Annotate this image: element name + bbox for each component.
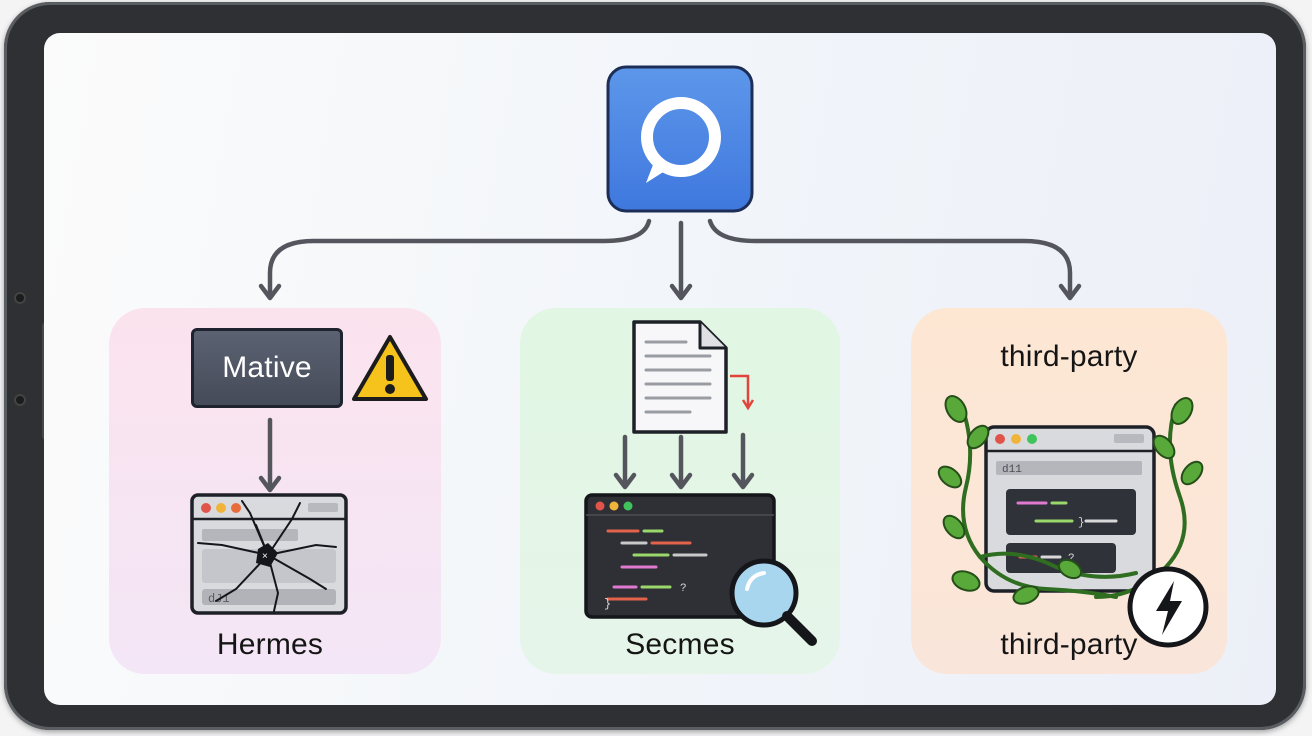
cracked-browser-window-icon: dJ1 ×	[190, 493, 348, 615]
camera-dot	[14, 394, 26, 406]
native-box-label: Mative	[222, 351, 312, 384]
hermes-caption: Hermes	[216, 628, 324, 661]
diagram-canvas: Mative dJ1 × Hermes	[44, 33, 1276, 705]
warning-triangle-icon	[352, 335, 428, 401]
third-party-caption: third-party	[1000, 628, 1138, 661]
document-icon	[632, 320, 755, 434]
svg-text:}: }	[1078, 517, 1085, 529]
svg-text:×: ×	[262, 551, 268, 562]
svg-text:?: ?	[680, 583, 687, 595]
third-party-title: third-party	[1000, 340, 1138, 373]
svg-text:?: ?	[1068, 553, 1075, 565]
secmes-caption: Secmes	[625, 628, 735, 661]
svg-text:d11: d11	[1002, 464, 1022, 476]
connector-arrows	[258, 218, 1082, 301]
chat-bubble-app-icon[interactable]	[606, 65, 754, 213]
middle-down-arrows	[613, 432, 755, 490]
camera-dot	[14, 292, 26, 304]
native-box[interactable]: Mative	[191, 328, 343, 408]
left-down-arrow	[258, 417, 282, 493]
code-editor-with-magnifier-icon: } ?	[584, 493, 817, 646]
vine-wrapped-browser-with-lightning-icon: d11 } ?	[937, 395, 1209, 648]
svg-text:}: }	[604, 597, 611, 611]
